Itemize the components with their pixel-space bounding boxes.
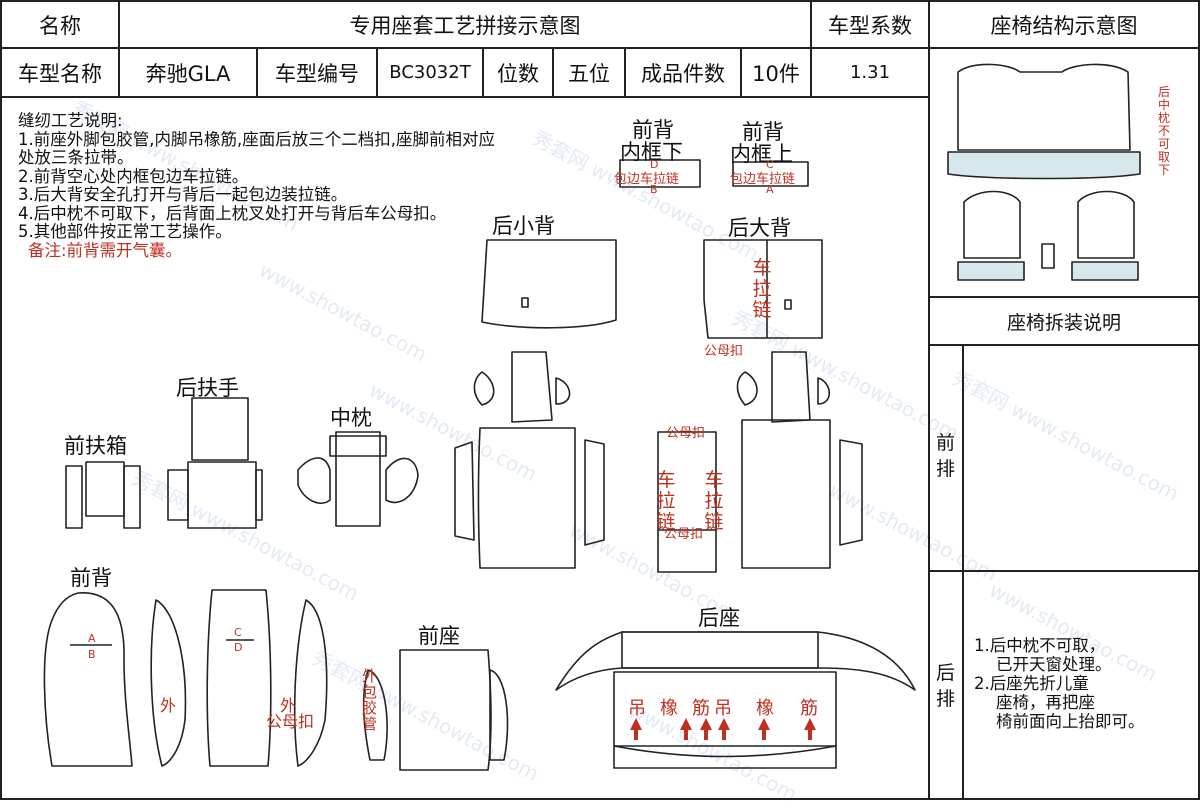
- mark-a-upper: A: [766, 183, 774, 196]
- seat-structure-front-left: [963, 190, 1021, 259]
- label-elastic-5: 橡: [756, 698, 774, 719]
- rear-note-line: 椅前面向上抬即可。: [996, 712, 1145, 731]
- piece-rear-small-back-wing: [473, 351, 571, 423]
- piece-front-back-right: [293, 599, 328, 767]
- piece-front-back-side: [150, 599, 187, 767]
- piece-front-seat: [399, 649, 492, 771]
- label-snap-zipper-bottom: 公母扣: [664, 527, 704, 542]
- label-rear-mid-pillow-fixed: 后中枕不可取下: [1158, 85, 1171, 177]
- piece-rear-big-back-body: [741, 419, 831, 569]
- label-elastic-2: 橡: [660, 698, 678, 719]
- struct-title: 座椅结构示意图: [990, 13, 1138, 38]
- label-front-back-lower-2: 内框下: [620, 140, 683, 164]
- mark-b-lower: B: [650, 183, 658, 196]
- label-rear-big-back: 后大背: [728, 216, 791, 240]
- label-elastic-6: 筋: [800, 698, 818, 719]
- name-label: 名称: [39, 13, 81, 38]
- note-item: 5.其他部件按正常工艺操作。: [18, 222, 232, 241]
- label-outer-right: 外: [280, 696, 297, 715]
- notes-remark: 备注:前背需开气囊。: [28, 240, 183, 260]
- label-snap-front-back: 公母扣: [266, 712, 315, 731]
- sheet-title: 专用座套工艺拼接示意图: [349, 13, 581, 38]
- model-name: 奔驰GLA: [145, 61, 231, 86]
- piece-middle-pillow: [335, 431, 381, 527]
- label-front-row: 前排: [936, 432, 956, 480]
- rear-note-line: 已开天窗处理。: [996, 655, 1112, 674]
- label-elastic-3: 筋: [692, 698, 710, 719]
- piece-rear-small-back-body: [477, 427, 576, 569]
- model-code-label: 车型编号: [275, 61, 359, 86]
- rear-note-line: 座椅，再把座: [996, 693, 1095, 712]
- piece-rear-small-back-slot: [521, 297, 529, 308]
- piece-rear-seat-body: [613, 671, 837, 758]
- piece-front-back-mid: [206, 589, 272, 767]
- label-front-back: 前背: [70, 566, 112, 590]
- pieces-value: 10件: [752, 61, 800, 86]
- label-car-zipper-big-back: 车拉链: [752, 257, 772, 321]
- label-front-back-upper-2: 内框上: [730, 142, 793, 166]
- mark-c-upper: C: [766, 158, 774, 171]
- piece-front-back-center: [43, 592, 133, 767]
- sewing-notes: 缝纫工艺说明: 1.前座外脚包胶管,内脚吊橡筋,座面后放三个二档扣,座脚前相对应…: [18, 111, 498, 260]
- label-front-seat: 前座: [418, 624, 460, 648]
- piece-front-back-inner-lower: [619, 159, 701, 188]
- mark-b-front-back: B: [88, 648, 96, 661]
- label-rear-seat: 后座: [698, 606, 740, 630]
- label-rear-row: 后排: [936, 662, 956, 710]
- coef-label: 车型系数: [828, 13, 912, 38]
- pieces-label: 成品件数: [641, 61, 725, 86]
- rear-row-notes: 1.后中枕不可取， 已开天窗处理。 2.后座先折儿童 座椅，再把座 椅前面向上抬…: [974, 636, 1145, 731]
- piece-zipper-panel: [657, 431, 717, 573]
- piece-rear-big-back-top: [703, 239, 823, 339]
- piece-rear-small-back-top: [481, 239, 617, 329]
- piece-rear-armrest: [191, 397, 249, 461]
- rear-note-line: 2.后座先折儿童: [974, 674, 1089, 693]
- label-front-back-upper-1: 前背: [742, 120, 784, 144]
- piece-rear-seat-top: [555, 631, 916, 691]
- label-snap-big-back: 公母扣: [704, 344, 744, 359]
- label-car-zipper-right: 车拉链: [704, 469, 724, 533]
- model-name-label: 车型名称: [18, 61, 102, 86]
- mark-a-front-back: A: [88, 632, 96, 645]
- label-middle-pillow: 中枕: [330, 406, 372, 430]
- piece-rear-big-back-wing: [736, 351, 831, 423]
- piece-front-back-inner-upper: [732, 161, 809, 187]
- seat-structure-front-right: [1077, 190, 1135, 259]
- model-code: BC3032T: [389, 62, 471, 83]
- seats-label: 位数: [497, 61, 539, 86]
- label-outer-left: 外: [160, 696, 177, 715]
- mark-d-front-back: D: [234, 641, 243, 654]
- label-front-armbox: 前扶箱: [64, 434, 127, 458]
- seats-value: 五位: [568, 61, 610, 86]
- label-rear-armrest: 后扶手: [176, 376, 239, 400]
- label-rear-small-back: 后小背: [492, 214, 555, 238]
- note-item: 2.前背空心处内框包边车拉链。: [18, 166, 249, 186]
- label-elastic-1: 吊: [628, 698, 646, 719]
- coef-value: 1.31: [849, 62, 891, 83]
- notes-heading: 缝纫工艺说明:: [18, 111, 123, 130]
- label-front-back-lower-1: 前背: [632, 118, 674, 142]
- mark-d-lower: D: [650, 158, 659, 171]
- label-snap-zipper-top: 公母扣: [666, 426, 706, 441]
- piece-rear-big-back-slot: [784, 299, 792, 310]
- note-item: 4.后中枕不可取下，后背面上枕叉处打开与背后车公母扣。: [18, 203, 447, 223]
- label-edge-zipper-upper: 包边车拉链: [730, 172, 796, 187]
- mark-c-front-back: C: [234, 626, 242, 639]
- label-outer-hose: 外包胶管: [362, 667, 378, 733]
- label-car-zipper-left: 车拉链: [656, 469, 676, 533]
- note-item: 3.后大背安全孔打开与背后一起包边装拉链。: [18, 185, 348, 204]
- label-edge-zipper-lower: 包边车拉链: [614, 172, 680, 187]
- piece-front-armbox: [85, 461, 125, 517]
- label-elastic-4: 吊: [714, 698, 732, 719]
- note-item: 1.前座外脚包胶管,内脚吊橡筋,座面后放三个二档扣,座脚前相对应处放三条拉带。: [18, 129, 495, 167]
- seat-structure-rear: [957, 63, 1131, 151]
- dismantle-title: 座椅拆装说明: [1006, 311, 1121, 334]
- rear-note-line: 1.后中枕不可取，: [974, 636, 1106, 655]
